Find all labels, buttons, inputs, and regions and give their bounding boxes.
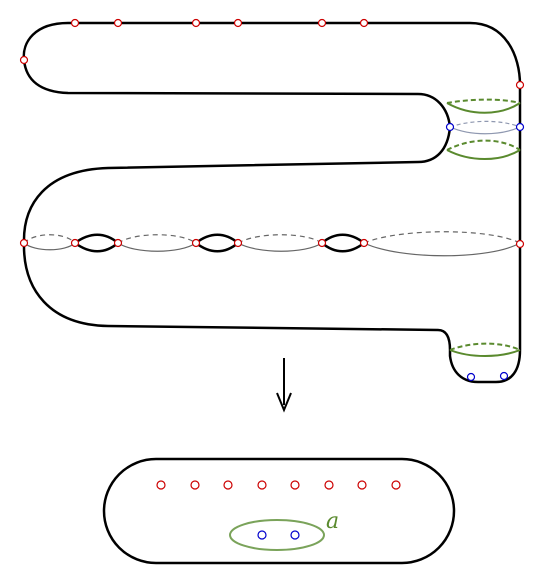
- blue-gray-curve-front: [449, 126, 521, 135]
- red-marked-point: [223, 480, 233, 490]
- blue-marked-points-base: [257, 530, 300, 540]
- red-marked-point: [70, 18, 80, 28]
- red-marked-point: [357, 480, 367, 490]
- seam-front: [23, 242, 521, 257]
- red-marked-points-upper: [19, 18, 525, 249]
- green-curve-back-cap: [449, 342, 521, 351]
- branch-cut-2: [195, 233, 240, 253]
- blue-marked-point: [445, 122, 455, 132]
- green-curve-front-lower: [446, 149, 521, 160]
- red-marked-points-base: [156, 480, 401, 490]
- red-marked-point: [19, 238, 29, 248]
- surface-outline-middle-fold: [22, 126, 452, 351]
- green-curve-back-lower: [446, 139, 521, 151]
- red-marked-point: [324, 480, 334, 490]
- surface-outline-top-fold: [68, 21, 522, 86]
- red-marked-point: [191, 18, 201, 28]
- arrow-head: [276, 392, 292, 413]
- blue-marked-point: [466, 372, 476, 382]
- red-marked-point: [515, 239, 525, 249]
- red-marked-point: [317, 238, 327, 248]
- branch-cut-1: [74, 233, 120, 253]
- red-marked-point: [359, 18, 369, 28]
- red-marked-point: [156, 480, 166, 490]
- blue-gray-curve-back: [449, 120, 521, 128]
- red-marked-point: [19, 55, 29, 65]
- green-curve-back-upper: [446, 98, 521, 104]
- surface-outline-bottom-cap: [448, 349, 522, 384]
- red-marked-point: [257, 480, 267, 490]
- red-marked-point: [191, 238, 201, 248]
- base-disk-outline: [102, 457, 456, 565]
- blue-marked-point: [290, 530, 300, 540]
- blue-marked-point: [257, 530, 267, 540]
- curve-a: [229, 519, 325, 551]
- red-marked-point: [70, 238, 80, 248]
- seam-back: [23, 231, 521, 244]
- red-marked-point: [317, 18, 327, 28]
- red-marked-point: [113, 238, 123, 248]
- blue-marked-point: [499, 371, 509, 381]
- red-marked-point: [233, 238, 243, 248]
- surface-outline-top-arc: [22, 21, 452, 128]
- blue-marked-points-upper: [445, 122, 525, 382]
- covering-surface: [19, 18, 525, 384]
- covering-map-arrow: [276, 358, 292, 413]
- red-marked-point: [290, 480, 300, 490]
- blue-marked-point: [515, 122, 525, 132]
- green-curve-front-upper: [446, 102, 521, 114]
- red-marked-point: [113, 18, 123, 28]
- red-marked-point: [515, 80, 525, 90]
- branch-cut-3: [321, 233, 367, 253]
- green-curve-front-cap: [449, 349, 521, 357]
- curve-a-label: a: [326, 509, 339, 534]
- base-disk: a: [102, 457, 456, 565]
- red-marked-point: [359, 238, 369, 248]
- red-marked-point: [190, 480, 200, 490]
- red-marked-point: [233, 18, 243, 28]
- red-marked-point: [391, 480, 401, 490]
